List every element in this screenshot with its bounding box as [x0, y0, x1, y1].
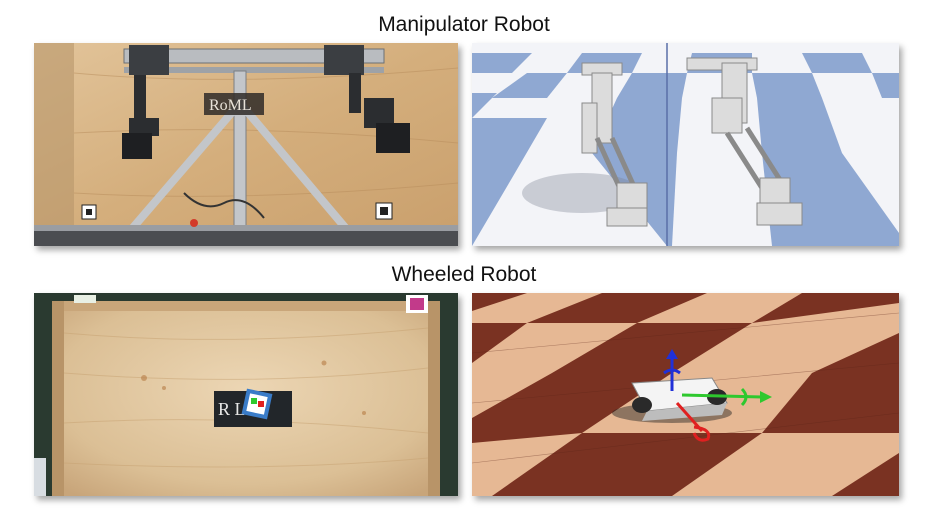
caption-wheeled-robot: Wheeled Robot — [391, 263, 537, 286]
svg-text:RoML: RoML — [209, 97, 252, 114]
real-manipulator-photo: RoML — [34, 43, 458, 246]
real-wheeled-robot-photo: R La — [34, 293, 458, 496]
simulated-manipulator-render — [472, 43, 899, 246]
simulated-wheeled-robot-render — [472, 293, 899, 496]
caption-manipulator-robot: Manipulator Robot — [378, 13, 550, 36]
